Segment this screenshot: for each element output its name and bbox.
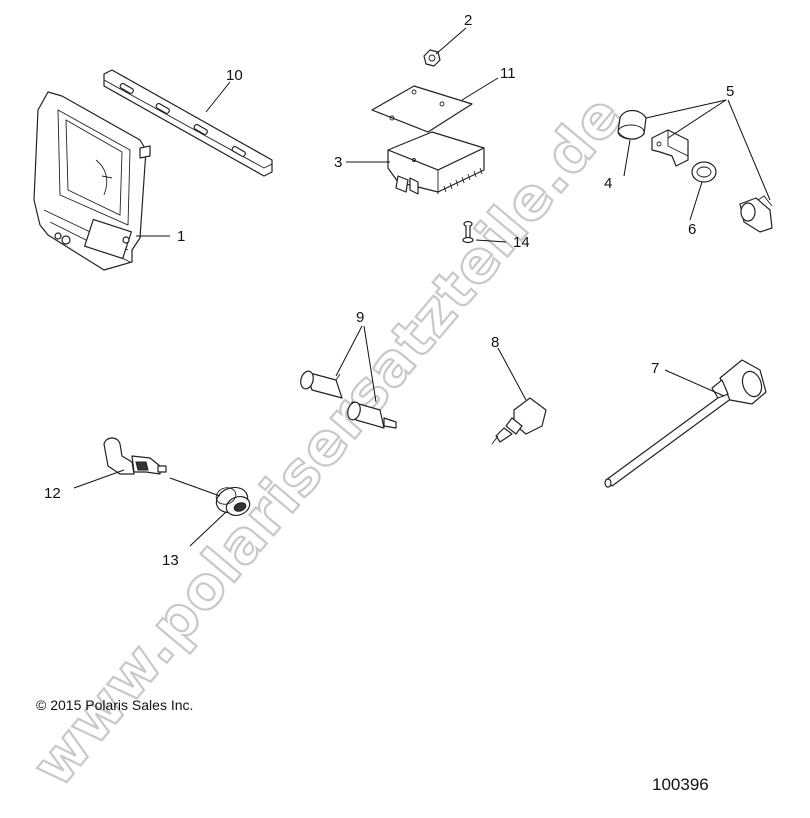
part-1-ecu[interactable] xyxy=(33,91,151,271)
part-14-screw[interactable] xyxy=(462,220,474,244)
part-9-cylinder-a[interactable] xyxy=(299,370,343,399)
part-13-grommet[interactable] xyxy=(213,483,252,518)
part-12-bulb[interactable] xyxy=(103,437,167,475)
callout-10: 10 xyxy=(226,67,243,84)
leader-lines xyxy=(73,27,771,547)
part-11-gasket[interactable] xyxy=(371,85,473,133)
callout-12: 12 xyxy=(44,485,61,502)
callout-14: 14 xyxy=(513,234,530,251)
callout-7: 7 xyxy=(651,360,659,377)
callouts: 1 2 3 4 5 6 7 8 9 10 11 12 13 14 xyxy=(44,12,734,569)
part-7-probe[interactable] xyxy=(604,359,767,488)
callout-13: 13 xyxy=(162,552,179,569)
part-5-bracket-clip[interactable] xyxy=(651,129,689,167)
callout-2: 2 xyxy=(464,12,472,29)
callout-5: 5 xyxy=(726,83,734,100)
part-9-cylinder-b[interactable] xyxy=(346,401,397,429)
copyright-notice: © 2015 Polaris Sales Inc. xyxy=(36,697,194,713)
callout-1: 1 xyxy=(177,228,185,245)
callout-3: 3 xyxy=(334,154,342,171)
callout-8: 8 xyxy=(491,334,499,351)
part-4-cap[interactable] xyxy=(617,109,647,140)
part-10-bracket[interactable] xyxy=(103,69,273,177)
part-8-sensor[interactable] xyxy=(491,397,547,445)
callout-9: 9 xyxy=(356,309,364,326)
callout-6: 6 xyxy=(688,221,696,238)
part-6-washer[interactable] xyxy=(691,161,717,183)
callout-4: 4 xyxy=(604,175,612,192)
part-5-sensor[interactable] xyxy=(739,195,773,233)
drawing-number: 100396 xyxy=(652,775,709,794)
callout-11: 11 xyxy=(500,65,516,82)
part-3-module[interactable] xyxy=(387,131,485,195)
